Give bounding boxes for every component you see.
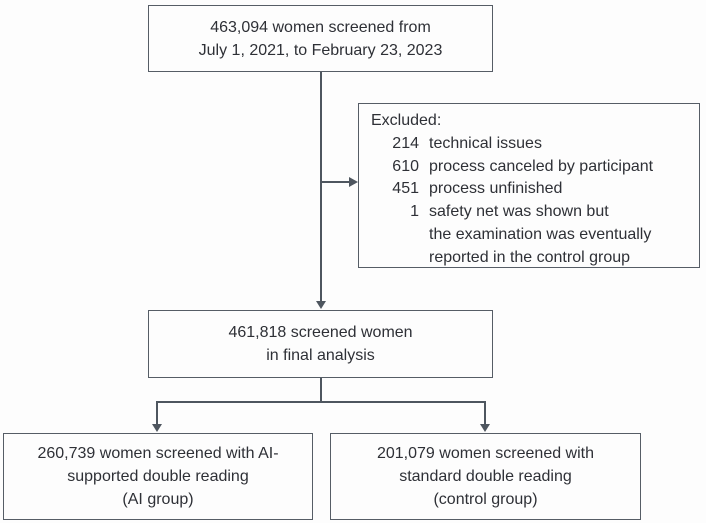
excluded-item: 1 safety net was shown but the examinati…	[371, 201, 693, 269]
connector-branch-excluded	[321, 181, 349, 183]
excluded-item: 451 process unfinished	[371, 178, 693, 201]
control-group-line-2: standard double reading	[399, 468, 572, 485]
excluded-reason: process unfinished	[429, 180, 563, 198]
excluded-heading: Excluded:	[371, 112, 442, 129]
final-line-1: 461,818 screened women	[228, 324, 413, 341]
ai-group-line-2: supported double reading	[67, 468, 249, 485]
final-analysis-box: 461,818 screened women in final analysis	[148, 310, 493, 378]
ai-group-line-1: 260,739 women screened with AI-	[37, 445, 279, 462]
connector-drop-right	[484, 401, 486, 424]
excluded-count: 451	[392, 180, 419, 198]
ai-group-box: 260,739 women screened with AI- supporte…	[3, 433, 313, 520]
arrow-down-icon	[152, 424, 162, 432]
connector-top-to-final	[320, 72, 322, 302]
excluded-reason: process canceled by participant	[429, 157, 654, 175]
arrow-down-icon	[480, 424, 490, 432]
connector-split-horizontal	[156, 401, 486, 403]
excluded-reason: safety net was shown but the examination…	[429, 203, 652, 266]
screened-box: 463,094 women screened from July 1, 2021…	[148, 5, 493, 72]
excluded-box: Excluded: 214 technical issues 610 proce…	[358, 103, 700, 268]
excluded-count: 1	[410, 203, 419, 221]
ai-group-line-3: (AI group)	[122, 491, 194, 508]
excluded-item: 610 process canceled by participant	[371, 156, 693, 179]
final-line-2: in final analysis	[266, 347, 375, 364]
arrow-down-icon	[316, 301, 326, 309]
screened-line-1: 463,094 women screened from	[210, 18, 431, 36]
excluded-item: 214 technical issues	[371, 133, 693, 156]
excluded-count: 610	[392, 157, 419, 175]
connector-final-stub	[320, 378, 322, 403]
screened-line-2: July 1, 2021, to February 23, 2023	[198, 41, 443, 59]
connector-drop-left	[156, 401, 158, 424]
arrow-right-icon	[349, 177, 358, 187]
excluded-reason: technical issues	[429, 134, 542, 152]
control-group-line-1: 201,079 women screened with	[376, 445, 595, 462]
excluded-count: 214	[392, 134, 419, 152]
control-group-line-3: (control group)	[433, 491, 538, 508]
control-group-box: 201,079 women screened with standard dou…	[330, 433, 641, 520]
